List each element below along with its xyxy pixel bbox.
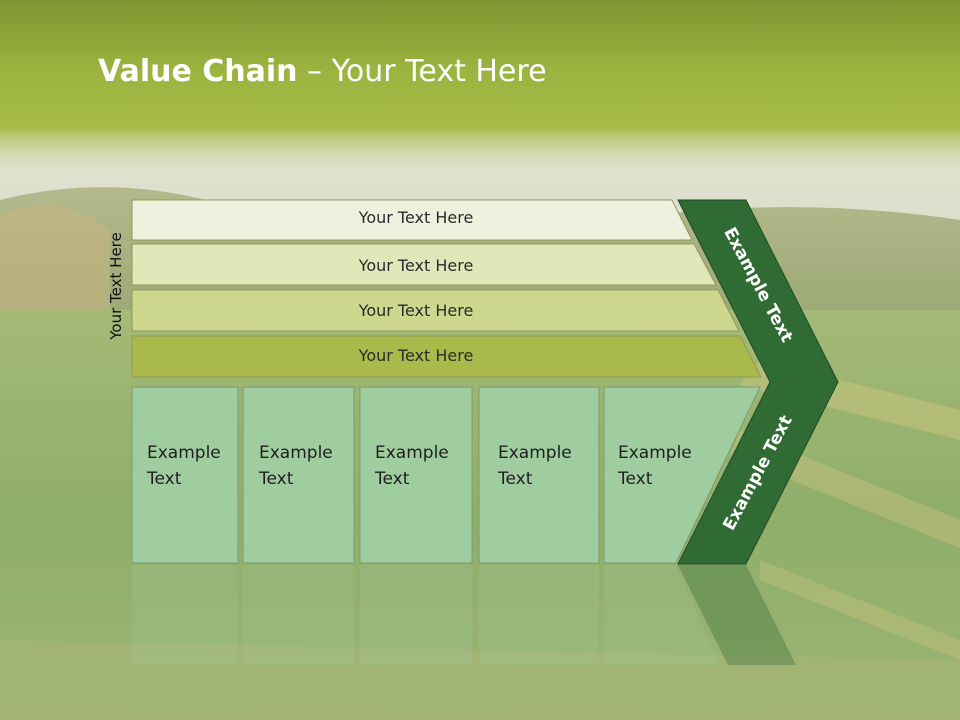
field-stripe bbox=[760, 560, 960, 660]
cell-reflection bbox=[132, 565, 238, 665]
cell-box bbox=[603, 386, 761, 564]
header-band bbox=[0, 0, 960, 128]
row-bar bbox=[131, 335, 762, 378]
cell-reflection bbox=[360, 565, 472, 665]
cell-box bbox=[359, 386, 473, 564]
field-foreground bbox=[0, 640, 960, 720]
row-label: Your Text Here bbox=[358, 256, 474, 275]
cell-line: Example bbox=[147, 443, 221, 463]
cell-reflection bbox=[243, 565, 354, 665]
cell-line: Example bbox=[259, 443, 333, 463]
row-label: Your Text Here bbox=[358, 301, 474, 320]
cell-box bbox=[478, 386, 600, 564]
chevron-reflection bbox=[678, 565, 796, 665]
row-label: Your Text Here bbox=[358, 208, 474, 227]
cell-line: Example bbox=[498, 443, 572, 463]
row-bar bbox=[131, 243, 717, 286]
cell-line: Text bbox=[259, 469, 294, 489]
cell-line: Example bbox=[375, 443, 449, 463]
cell-reflection bbox=[479, 565, 599, 665]
header-fade bbox=[0, 128, 960, 176]
row-label: Your Text Here bbox=[358, 346, 474, 365]
cell-reflection bbox=[604, 565, 720, 665]
cell-line: Text bbox=[498, 469, 533, 489]
cell-box bbox=[242, 386, 355, 564]
cell-box bbox=[131, 386, 239, 564]
cell-line: Text bbox=[618, 469, 653, 489]
page-title-rest: – Your Text Here bbox=[297, 54, 547, 89]
page-title: Value Chain – Your Text Here bbox=[98, 54, 547, 89]
cell-line: Text bbox=[147, 469, 182, 489]
page-title-bold: Value Chain bbox=[98, 54, 298, 89]
row-bar bbox=[131, 199, 693, 241]
cell-line: Example bbox=[618, 443, 692, 463]
side-label: Your Text Here bbox=[107, 232, 125, 340]
cell-line: Text bbox=[375, 469, 410, 489]
cell-group bbox=[131, 386, 761, 564]
hill-slope bbox=[0, 205, 110, 330]
reflection-group bbox=[132, 565, 796, 665]
row-group bbox=[131, 199, 762, 378]
chevron-arrow bbox=[677, 199, 839, 565]
row-bar bbox=[131, 289, 740, 332]
